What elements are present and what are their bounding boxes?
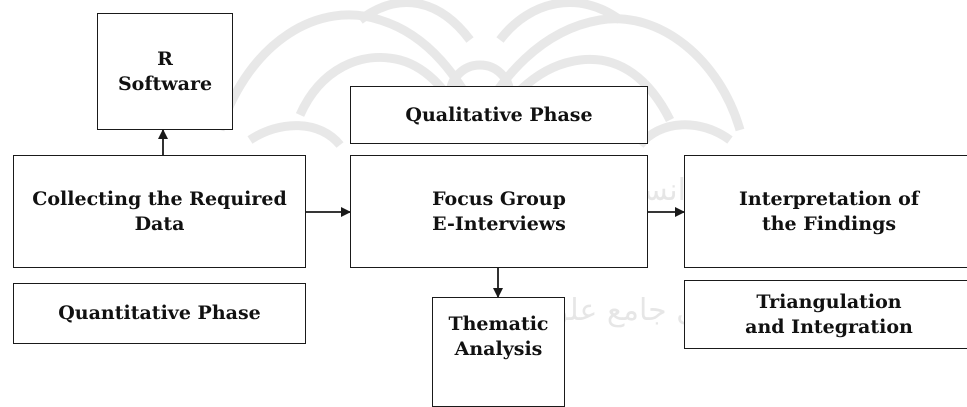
focus-group-line1: Focus Group [432,187,566,210]
thematic-line2: Analysis [454,338,543,360]
thematic-analysis-box: Thematic Analysis [432,297,565,407]
triangulation-line1: Triangulation [756,290,902,313]
qualitative-phase-box: Qualitative Phase [350,86,648,144]
r-software-line1: R [157,47,173,70]
focus-group-line2: E-Interviews [432,212,566,235]
triangulation-line2: and Integration [745,315,913,338]
interpretation-line1: Interpretation of [739,187,919,210]
triangulation-box: Triangulation and Integration [684,280,967,349]
r-software-box: R Software [97,13,233,130]
qualitative-phase-label: Qualitative Phase [405,103,593,126]
interpretation-box: Interpretation of the Findings [684,155,967,268]
quantitative-phase-label: Quantitative Phase [58,302,261,324]
collecting-data-box: Collecting the Required Data [13,155,306,268]
interpretation-line2: the Findings [761,212,897,235]
r-software-line2: Software [117,72,213,95]
quantitative-phase-box: Quantitative Phase [13,283,306,344]
thematic-line1: Thematic [448,313,549,335]
collecting-line1: Collecting the Required [32,187,287,210]
focus-group-box: Focus Group E-Interviews [350,155,648,268]
collecting-line2: Data [134,212,185,235]
